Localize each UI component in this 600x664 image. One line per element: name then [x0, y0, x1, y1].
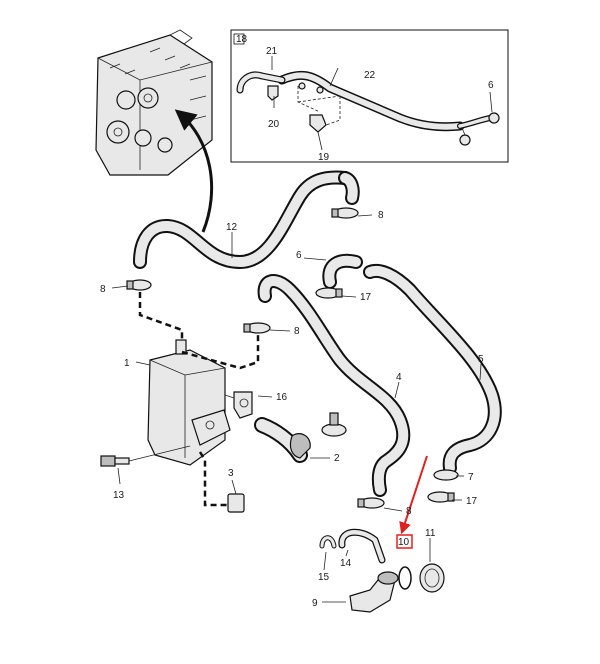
hose-2 [254, 417, 311, 463]
callout-8-left: 8 [100, 284, 106, 295]
callout-labels: 18 21 22 6 20 19 12 8 6 8 17 8 1 5 4 16 … [100, 34, 494, 609]
callout-7: 7 [468, 472, 474, 483]
hose-6 [322, 253, 363, 289]
clamp-8-lower [357, 497, 385, 509]
callout-18: 18 [236, 34, 248, 45]
clamp-near-2 [321, 412, 347, 437]
hose-4 [257, 274, 411, 497]
oil-separator [147, 339, 231, 466]
callout-5: 5 [478, 354, 484, 365]
callout-17-top: 17 [360, 292, 372, 303]
pipe-14 [338, 528, 386, 564]
leader-lines [111, 56, 493, 603]
clamp-17-lower [427, 491, 455, 503]
callout-11: 11 [425, 528, 436, 539]
callout-14: 14 [340, 558, 352, 569]
callout-12: 12 [226, 222, 238, 233]
callout-2: 2 [334, 453, 340, 464]
hose-12 [133, 170, 360, 269]
highlight-box [396, 534, 413, 549]
callout-6: 6 [296, 250, 302, 261]
housing-9 [349, 571, 399, 613]
callout-10: 10 [398, 537, 410, 548]
callout-15: 15 [318, 572, 330, 583]
inset-detail-box [230, 29, 509, 163]
clamp-8-top [331, 207, 359, 219]
engine-location-arrow [174, 109, 214, 233]
callout-6-inset: 6 [488, 80, 494, 91]
thermostat-11 [419, 563, 445, 593]
clamp-7 [433, 469, 459, 481]
callout-4: 4 [396, 372, 402, 383]
callout-9: 9 [312, 598, 318, 609]
clamp-8-mid [243, 322, 271, 334]
callout-22: 22 [364, 70, 376, 81]
clamp-8-left [126, 279, 152, 291]
callout-8-top: 8 [378, 210, 384, 221]
highlight-arrow [399, 455, 428, 535]
hose-5 [363, 264, 502, 475]
clip-16 [224, 391, 253, 419]
callout-1: 1 [124, 358, 130, 369]
dashed-link-1 [138, 292, 184, 340]
callout-17-lower: 17 [466, 496, 478, 507]
dashed-link-2 [181, 334, 260, 370]
callout-16: 16 [276, 392, 288, 403]
bolt-13 [100, 445, 191, 467]
callout-8-mid: 8 [294, 326, 300, 337]
o-ring-10 [398, 566, 412, 590]
dashed-link-3 [198, 451, 232, 507]
clamp-17-top [315, 287, 343, 299]
callout-19: 19 [318, 152, 330, 163]
callout-20: 20 [268, 119, 280, 130]
callout-13: 13 [113, 490, 125, 501]
callout-3: 3 [228, 468, 234, 479]
callout-8-lower: 8 [406, 506, 412, 517]
sleeve-3 [227, 493, 245, 513]
pipe-15 [319, 535, 337, 549]
callout-21: 21 [266, 46, 278, 57]
engine-illustration [95, 29, 213, 176]
